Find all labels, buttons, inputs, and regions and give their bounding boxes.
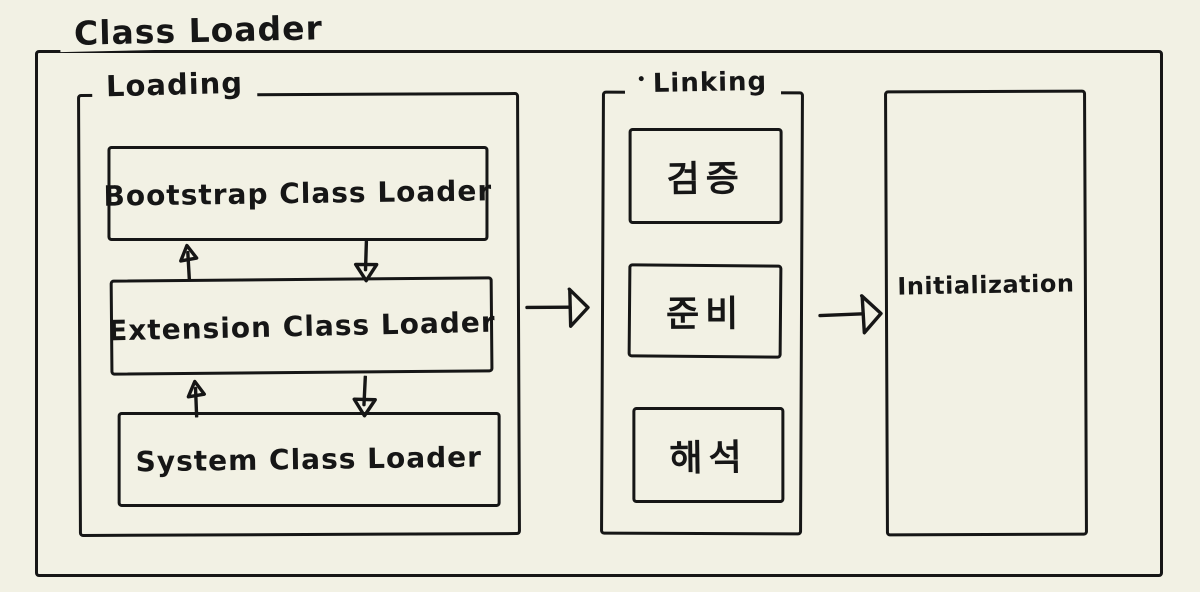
system-class-loader-box: System Class Loader: [117, 411, 501, 507]
initialization-section: Initialization: [884, 89, 1088, 537]
resolution-label: 해석: [669, 437, 748, 480]
system-class-loader-label: System Class Loader: [135, 440, 483, 479]
verification-label: 검증: [666, 158, 746, 201]
up-arrow-icon: [179, 243, 199, 283]
up-arrow-icon: [186, 379, 206, 419]
verification-box: 검증: [628, 128, 783, 225]
linking-title-text: Linking: [652, 66, 768, 99]
bootstrap-class-loader-label: Bootstrap Class Loader: [103, 174, 493, 213]
bootstrap-class-loader-box: Bootstrap Class Loader: [103, 146, 493, 242]
class-loader-title: Class Loader: [59, 8, 338, 53]
linking-title: Linking: [624, 66, 782, 100]
extension-class-loader-label: Extension Class Loader: [107, 305, 496, 347]
resolution-box: 해석: [632, 407, 785, 504]
ink-dot: [638, 75, 644, 81]
preparation-label: 준비: [665, 293, 745, 336]
class-loader-box: Class Loader Loading Bootstrap Class Loa…: [35, 8, 1163, 577]
right-arrow-icon: [818, 294, 883, 335]
linking-section: Linking 검증 준비 해석: [600, 67, 804, 536]
down-arrow-icon: [353, 240, 379, 283]
initialization-label: Initialization: [897, 269, 1075, 301]
right-arrow-icon: [525, 287, 590, 328]
preparation-box: 준비: [627, 263, 783, 359]
down-arrow-icon: [352, 375, 377, 418]
loading-title: Loading: [91, 66, 258, 104]
loading-section: Loading Bootstrap Class Loader Extension…: [77, 66, 521, 537]
extension-class-loader-box: Extension Class Loader: [107, 276, 496, 376]
